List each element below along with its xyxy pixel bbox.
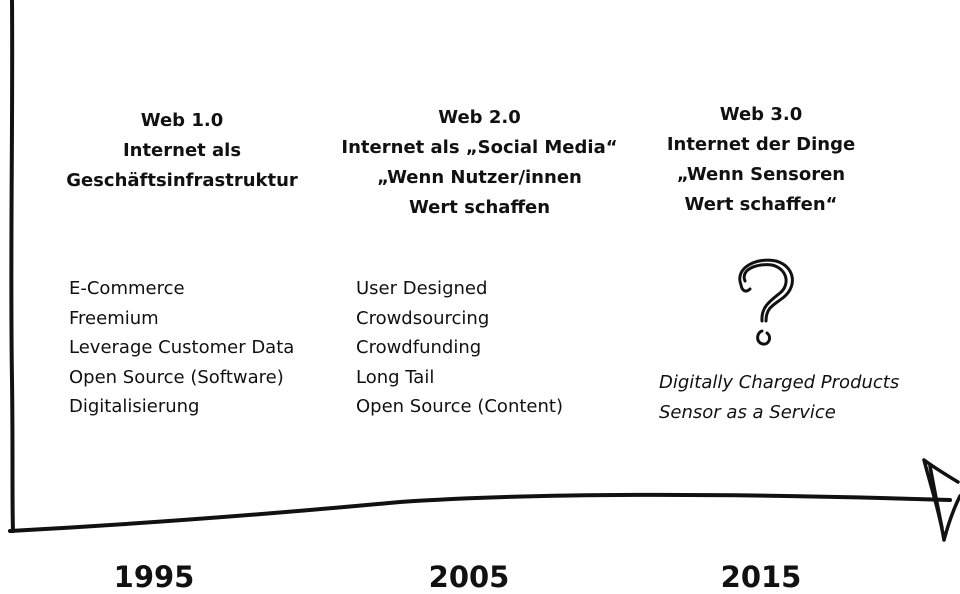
era-3-heading: Web 3.0 Internet der Dinge „Wenn Sensore… xyxy=(656,100,866,220)
era-2-item: User Designed xyxy=(356,278,488,299)
era-1-item: Leverage Customer Data xyxy=(69,337,295,358)
era-1-heading-line: Internet als xyxy=(122,140,242,161)
era-2-heading-line: Wert schaffen xyxy=(408,197,551,218)
era-2-item-list: User Designed Crowdsourcing Crowdfunding… xyxy=(356,274,563,422)
vertical-axis xyxy=(9,0,15,533)
era-2-heading-line: „Wenn Nutzer/innen xyxy=(377,167,582,188)
era-3-item: Digitally Charged Products xyxy=(659,372,900,393)
era-1-item-list: E-Commerce Freemium Leverage Customer Da… xyxy=(69,274,294,422)
era-3-item: Sensor as a Service xyxy=(659,401,836,423)
era-3-year: 2015 xyxy=(720,560,802,594)
era-2-item: Long Tail xyxy=(356,366,435,388)
era-1-item: Open Source (Software) xyxy=(69,366,284,388)
era-1-item: Freemium xyxy=(69,307,159,329)
question-mark-icon xyxy=(738,258,794,346)
era-1-year: 1995 xyxy=(113,560,195,594)
era-2-year: 2005 xyxy=(428,560,510,594)
era-1-heading-line: Geschäftsinfrastruktur xyxy=(66,170,298,191)
timeline-line xyxy=(8,492,952,533)
era-3-heading-line: Wert schaffen“ xyxy=(684,194,838,215)
timeline-arrowhead-icon xyxy=(922,458,960,542)
era-2-heading-line: Web 2.0 xyxy=(438,107,521,128)
era-1-item: Digitalisierung xyxy=(69,396,200,417)
era-2-item: Crowdfunding xyxy=(356,337,482,358)
era-3-heading-line: Internet der Dinge xyxy=(666,134,856,155)
era-1-item: E-Commerce xyxy=(69,278,185,299)
era-2-heading-line: Internet als „Social Media“ xyxy=(341,137,618,158)
era-2-item: Crowdsourcing xyxy=(356,307,490,329)
era-3-heading-line: Web 3.0 xyxy=(719,104,803,125)
era-2-heading: Web 2.0 Internet als „Social Media“ „Wen… xyxy=(337,103,622,223)
era-3-heading-line: „Wenn Sensoren xyxy=(676,164,846,185)
era-3-item-list: Digitally Charged Products Sensor as a S… xyxy=(659,368,899,427)
era-1-heading: Web 1.0 Internet als Geschäftsinfrastruk… xyxy=(62,106,302,196)
era-2-item: Open Source (Content) xyxy=(356,396,563,417)
era-1-heading-line: Web 1.0 xyxy=(140,110,224,131)
